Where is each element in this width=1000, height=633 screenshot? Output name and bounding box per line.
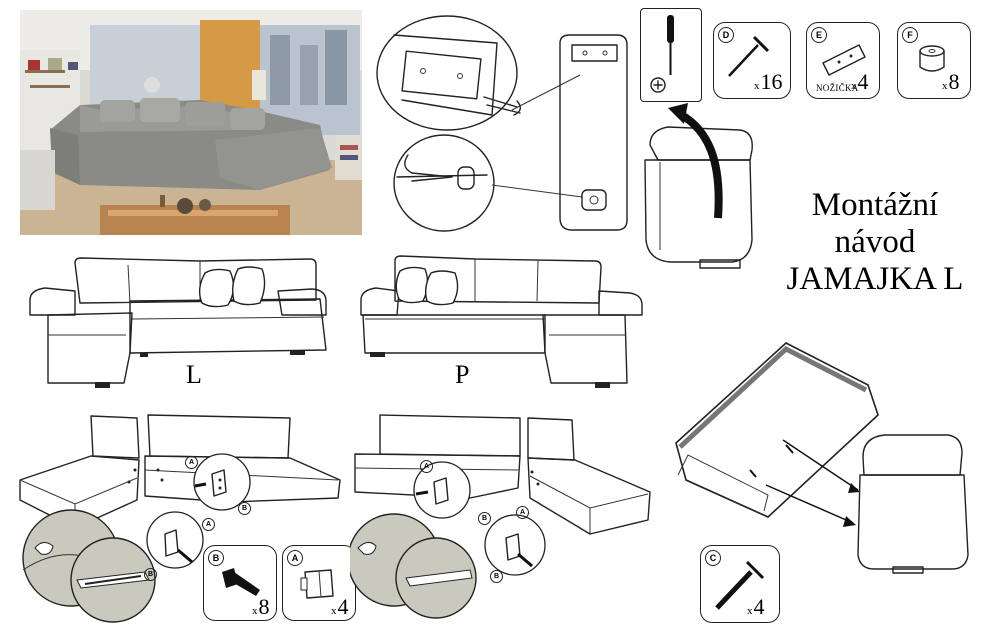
part-d-screw-box: D x16 [713, 22, 791, 99]
callout-b: B [490, 570, 503, 583]
part-letter-badge: B [208, 550, 224, 566]
left-back-join-illustration: A B A B [140, 410, 345, 581]
callout-a: A [420, 460, 433, 473]
part-letter-badge: A [287, 550, 303, 566]
variant-right-label: P [455, 360, 470, 389]
product-photo [20, 10, 362, 235]
page-title: Montážní návod JAMAJKA L [786, 187, 964, 297]
part-b-quantity: x8 [252, 594, 270, 619]
part-letter-badge: D [718, 27, 734, 43]
part-f-quantity: x8 [942, 69, 960, 94]
part-letter-badge: E [811, 27, 827, 43]
part-b-bolt-box: B x8 [203, 545, 277, 621]
part-c-screw-box: C x4 [700, 545, 780, 623]
armrest-flip-illustration [640, 100, 760, 275]
callout-b: B [238, 502, 251, 515]
part-a-quantity: x4 [331, 594, 349, 619]
panel-screw-detail-illustration [372, 5, 642, 240]
part-letter-badge: C [705, 550, 721, 566]
part-letter-badge: F [902, 27, 918, 43]
part-e-quantity: x4 [851, 69, 869, 94]
left-corner-join-illustration [15, 410, 205, 625]
callout-a: A [202, 518, 215, 531]
callout-b: B [144, 568, 157, 581]
right-corner-join-illustration: A B A B [350, 410, 660, 625]
armrest-attach-illustration [668, 335, 978, 575]
callout-a: A [516, 506, 529, 519]
sofa-variant-right-illustration [355, 255, 655, 395]
part-d-quantity: x16 [754, 69, 783, 94]
sofa-variant-left-illustration [20, 255, 340, 395]
part-e-plate-box: E NOŽIČKA x4 [806, 22, 880, 99]
part-c-quantity: x4 [747, 594, 765, 619]
part-f-foot-box: F x8 [897, 22, 971, 99]
part-e-note: NOŽIČKA [816, 83, 859, 93]
callout-b: B [478, 512, 491, 525]
part-a-bracket-box: A x4 [282, 545, 356, 621]
screwdriver-tool-box [640, 8, 702, 102]
variant-left-label: L [186, 360, 202, 389]
callout-a: A [185, 456, 198, 469]
